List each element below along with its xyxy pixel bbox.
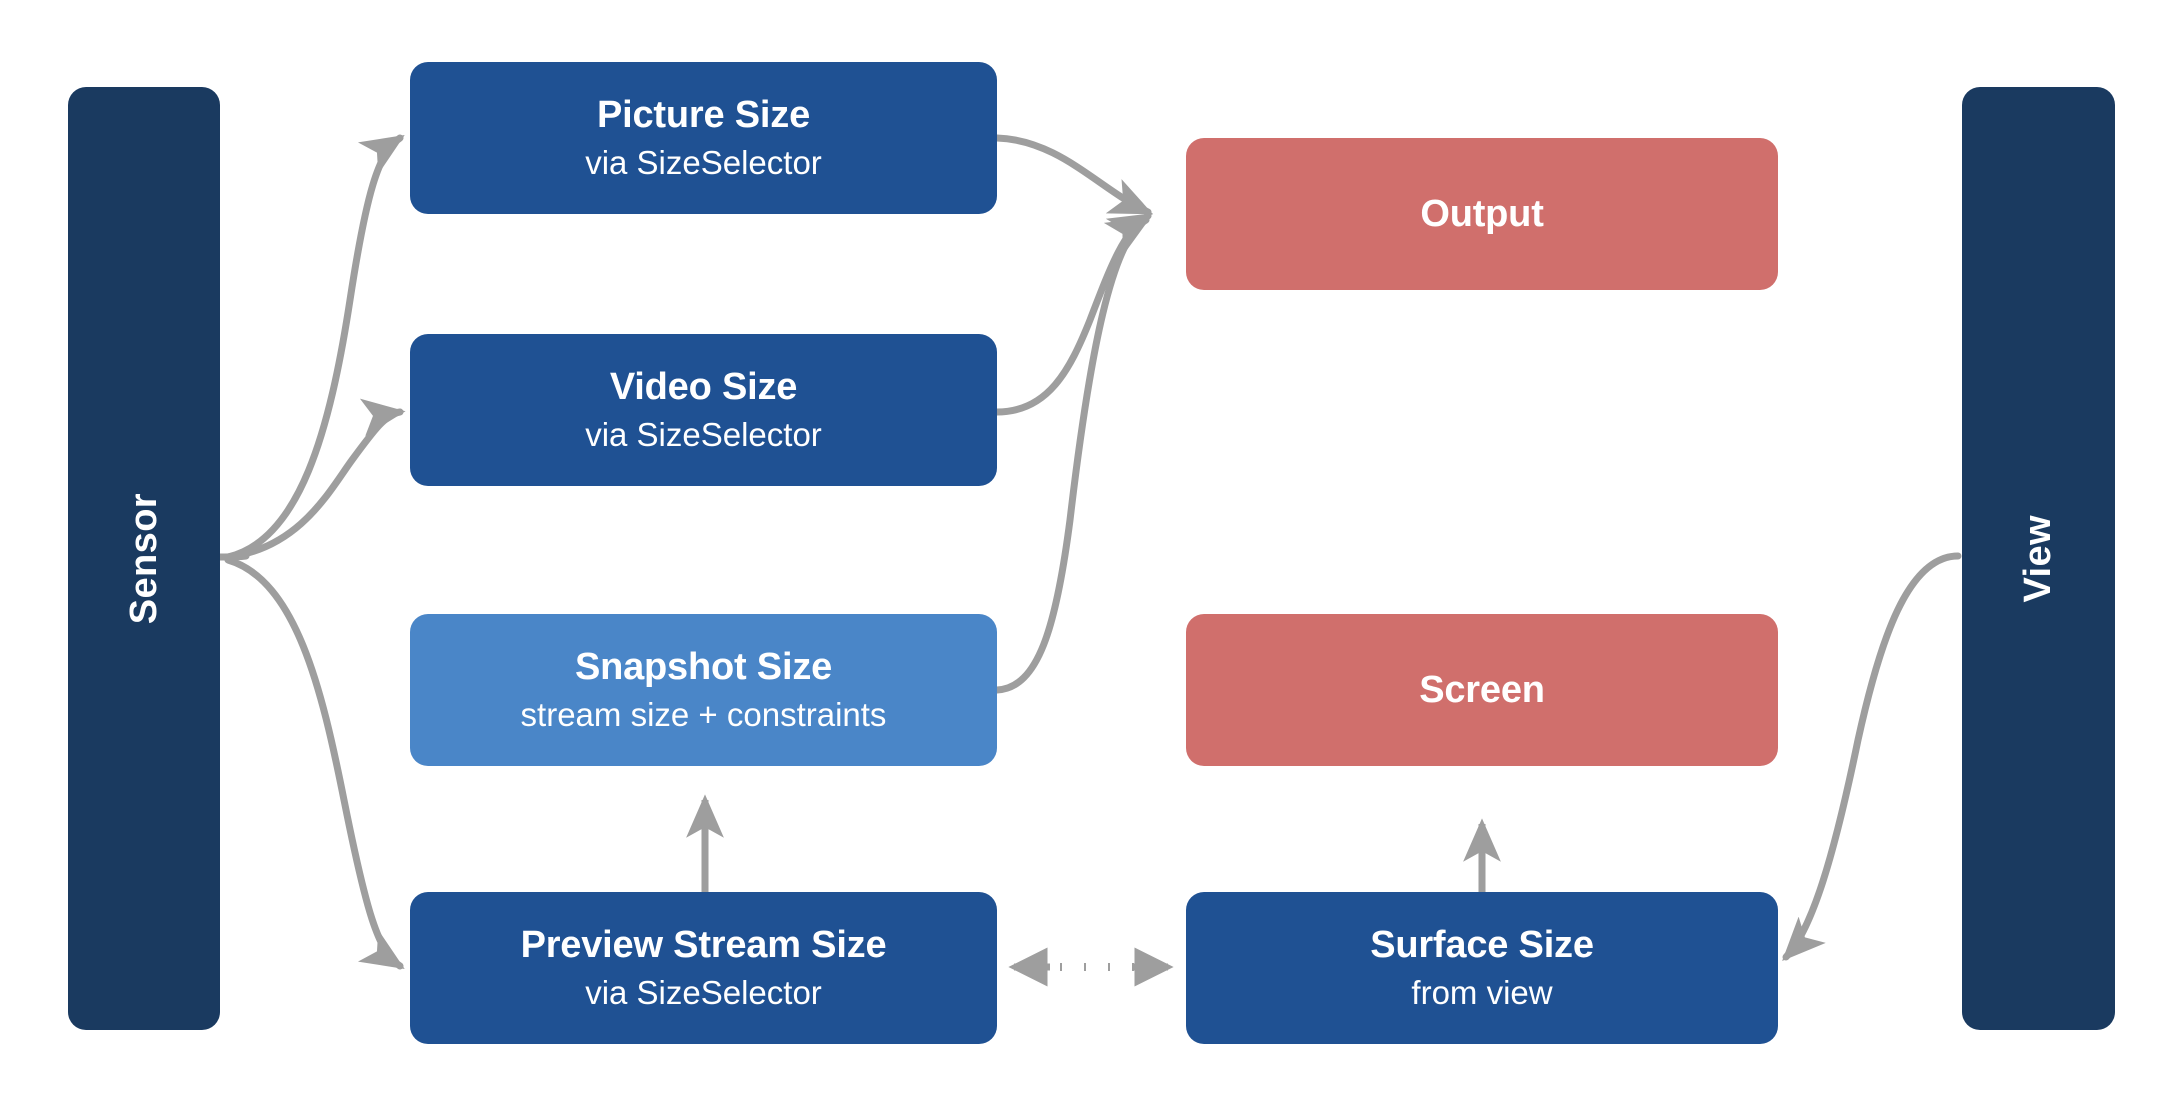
node-snapshot-size-subtitle: stream size + constraints	[520, 696, 887, 734]
node-snapshot-size[interactable]: Snapshot Size stream size + constraints	[410, 614, 997, 766]
lane-sensor[interactable]: Sensor	[68, 87, 220, 1030]
node-picture-size-title: Picture Size	[596, 93, 811, 136]
edge-sensor-to-video-size	[224, 398, 406, 561]
node-video-size[interactable]: Video Size via SizeSelector	[410, 334, 997, 486]
edge-view-to-surface-size	[1782, 552, 1962, 962]
node-picture-size-subtitle: via SizeSelector	[585, 144, 822, 182]
edge-sensor-fan-stem	[216, 552, 250, 561]
node-snapshot-size-title: Snapshot Size	[574, 645, 833, 688]
lane-view[interactable]: View	[1962, 87, 2115, 1030]
node-video-size-subtitle: via SizeSelector	[585, 416, 822, 454]
node-screen[interactable]: Screen	[1186, 614, 1778, 766]
lane-sensor-label: Sensor	[122, 492, 165, 625]
edge-video-size-to-output	[993, 212, 1153, 416]
node-output[interactable]: Output	[1186, 138, 1778, 290]
node-surface-size-subtitle: from view	[1411, 974, 1553, 1012]
node-surface-size-title: Surface Size	[1370, 923, 1594, 966]
node-screen-title: Screen	[1419, 668, 1545, 711]
edge-sensor-to-picture-size	[224, 134, 405, 561]
lane-view-label: View	[2017, 514, 2059, 603]
node-picture-size[interactable]: Picture Size via SizeSelector	[410, 62, 997, 214]
node-output-title: Output	[1420, 192, 1544, 235]
edge-picture-size-to-output	[993, 134, 1154, 216]
node-video-size-title: Video Size	[609, 365, 798, 408]
edge-sensor-to-preview-stream-size	[224, 556, 405, 970]
edge-snapshot-size-to-output	[993, 216, 1151, 694]
node-preview-stream-size[interactable]: Preview Stream Size via SizeSelector	[410, 892, 997, 1044]
node-preview-stream-size-subtitle: via SizeSelector	[585, 974, 822, 1012]
node-surface-size[interactable]: Surface Size from view	[1186, 892, 1778, 1044]
node-preview-stream-size-title: Preview Stream Size	[520, 923, 887, 966]
